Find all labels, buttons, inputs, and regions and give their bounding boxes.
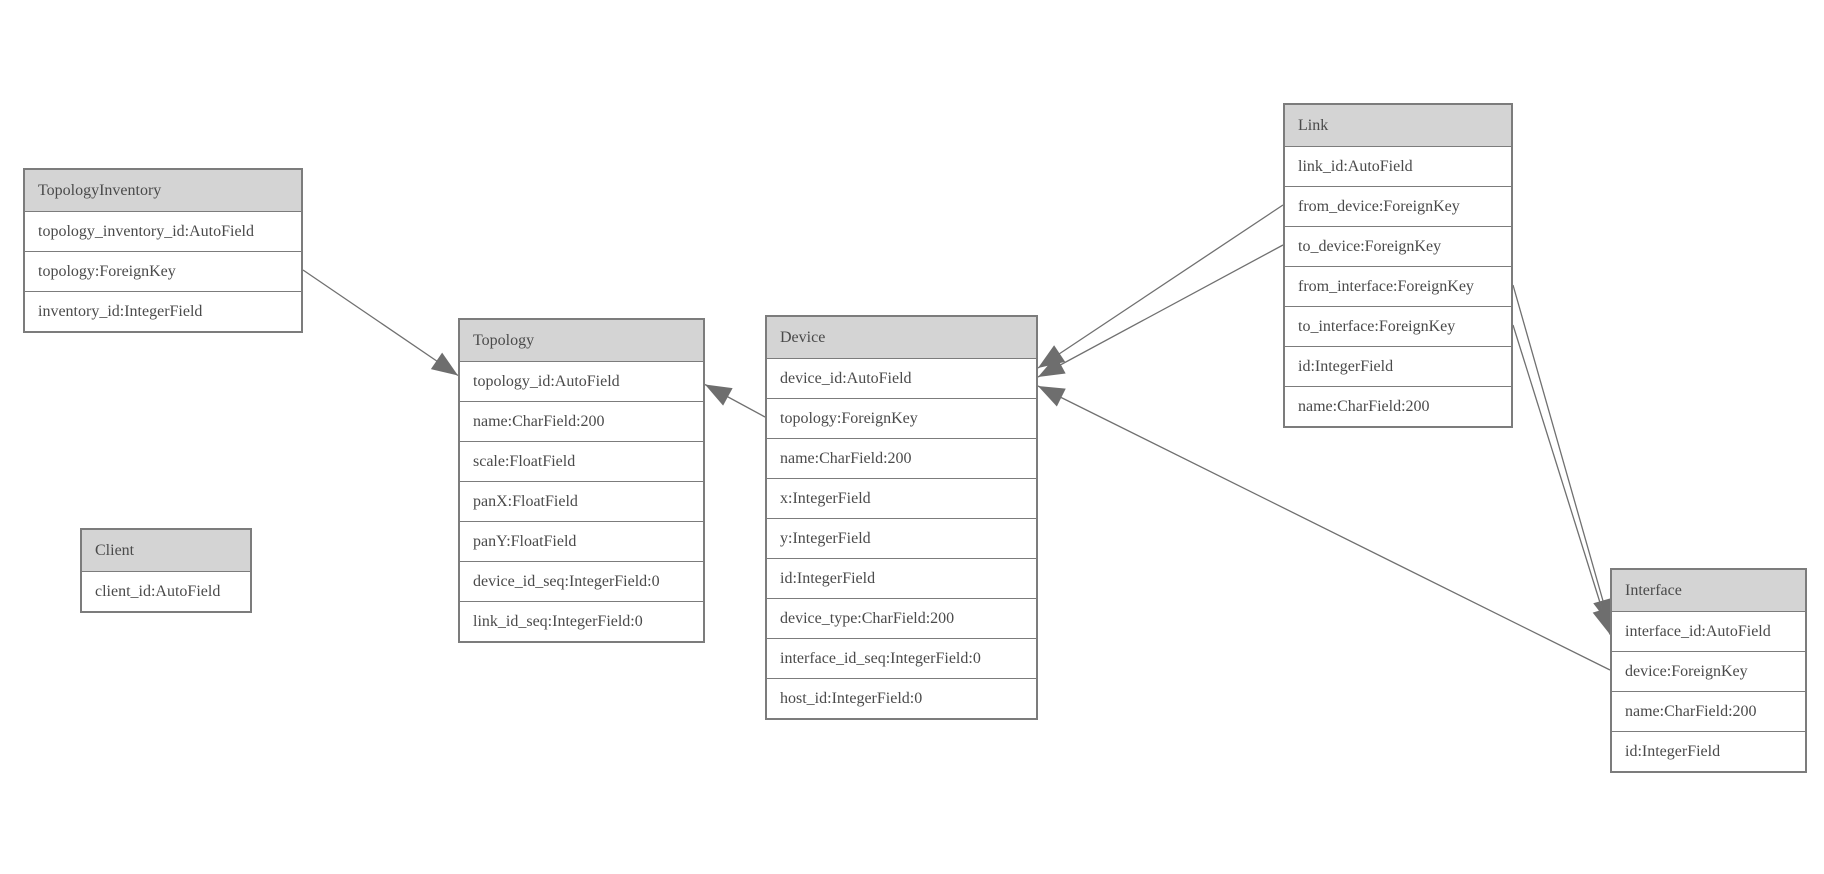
field-id: id:IntegerField [767,559,1036,599]
field-client_id: client_id:AutoField [82,572,250,611]
field-from_device: from_device:ForeignKey [1285,187,1511,227]
field-name: name:CharField:200 [460,402,703,442]
field-device_id: device_id:AutoField [767,359,1036,399]
entity-title-topologyinventory: TopologyInventory [25,170,301,212]
entity-title-topology: Topology [460,320,703,362]
field-id: id:IntegerField [1612,732,1805,771]
relationship-line-link-interface [1512,324,1611,635]
arrowhead-interface [1592,606,1612,635]
field-from_interface: from_interface:ForeignKey [1285,267,1511,307]
arrowhead-device [1038,345,1066,368]
arrowhead-topology [430,352,458,376]
field-device_id_seq: device_id_seq:IntegerField:0 [460,562,703,602]
field-panX: panX:FloatField [460,482,703,522]
field-topology_id: topology_id:AutoField [460,362,703,402]
field-inventory_id: inventory_id:IntegerField [25,292,301,331]
field-panY: panY:FloatField [460,522,703,562]
arrowhead-device [1038,355,1066,377]
relationship-line-topologyinventory-topology [302,269,459,377]
field-y: y:IntegerField [767,519,1036,559]
field-name: name:CharField:200 [767,439,1036,479]
field-to_device: to_device:ForeignKey [1285,227,1511,267]
field-device: device:ForeignKey [1612,652,1805,692]
field-topology: topology:ForeignKey [767,399,1036,439]
field-topology: topology:ForeignKey [25,252,301,292]
entity-title-client: Client [82,530,250,572]
field-to_interface: to_interface:ForeignKey [1285,307,1511,347]
relationship-line-interface-device [1037,385,1611,671]
field-link_id_seq: link_id_seq:IntegerField:0 [460,602,703,641]
field-scale: scale:FloatField [460,442,703,482]
field-device_type: device_type:CharField:200 [767,599,1036,639]
field-id: id:IntegerField [1285,347,1511,387]
arrowhead-device [1038,386,1066,407]
relationship-line-device-topology [704,383,766,418]
field-name: name:CharField:200 [1612,692,1805,732]
entity-title-interface: Interface [1612,570,1805,612]
arrowhead-topology [705,384,733,406]
relationship-line-link-device [1037,204,1284,369]
entity-title-device: Device [767,317,1036,359]
entity-title-link: Link [1285,105,1511,147]
field-interface_id_seq: interface_id_seq:IntegerField:0 [767,639,1036,679]
field-name: name:CharField:200 [1285,387,1511,426]
relationship-line-link-interface [1512,284,1611,626]
field-link_id: link_id:AutoField [1285,147,1511,187]
field-interface_id: interface_id:AutoField [1612,612,1805,652]
field-topology_inventory_id: topology_inventory_id:AutoField [25,212,301,252]
field-host_id: host_id:IntegerField:0 [767,679,1036,718]
relationship-line-link-device [1037,244,1284,378]
field-x: x:IntegerField [767,479,1036,519]
